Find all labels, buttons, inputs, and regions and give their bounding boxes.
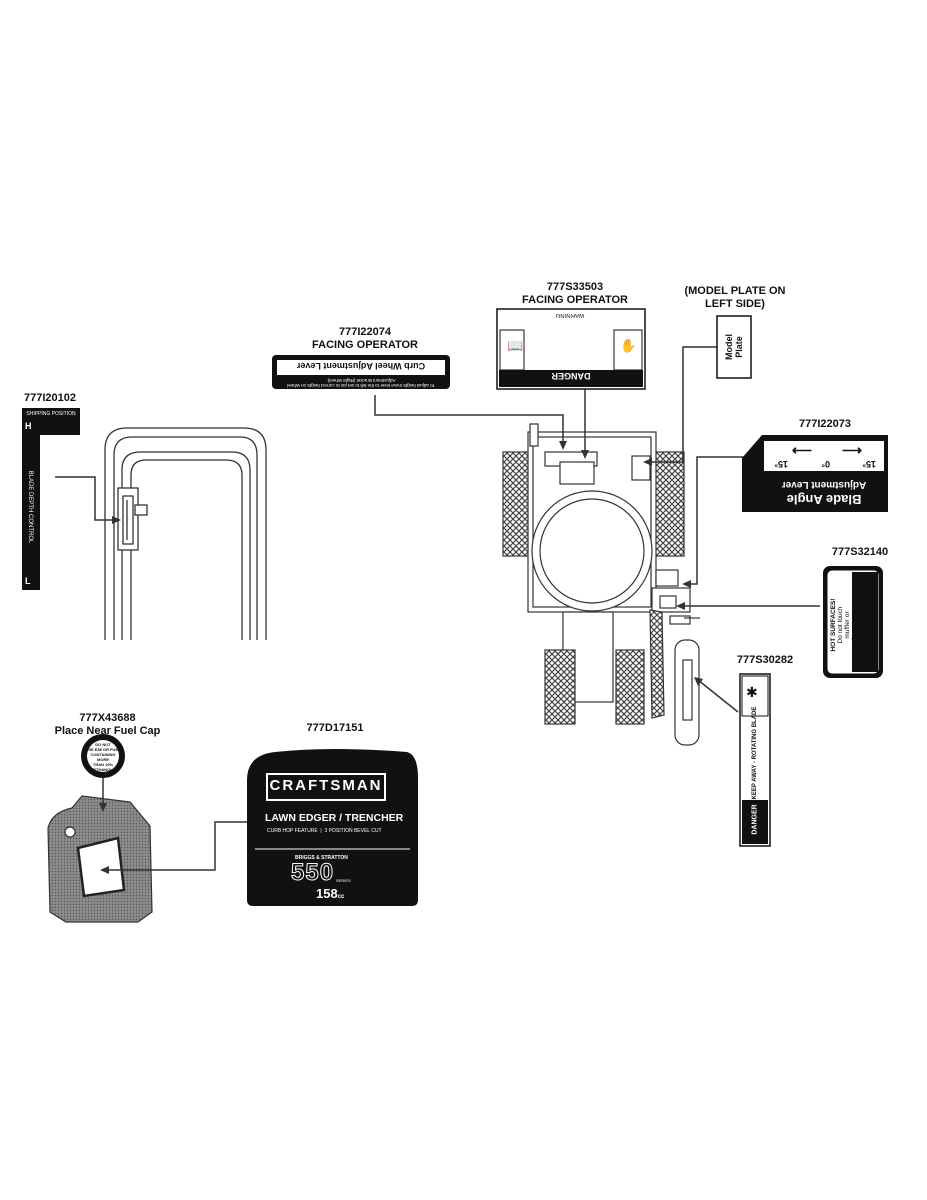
caption-777i22074: 777I22074 FACING OPERATOR bbox=[290, 326, 440, 352]
depth-decal-title: BLADE DEPTH CONTROL bbox=[27, 470, 33, 544]
leader-angle bbox=[686, 456, 745, 585]
curb-decal-body: To adjust height move lever to the left … bbox=[287, 378, 435, 388]
curb-decal-title: Curb Wheel Adjustment Lever bbox=[296, 361, 426, 371]
part-number: 777I22073 bbox=[799, 418, 851, 430]
displacement-value: 158 bbox=[316, 886, 338, 901]
hot-line-4: adjacent areas bbox=[851, 603, 858, 647]
angle-center: 0° bbox=[821, 459, 830, 469]
model-plate-line-1: Model bbox=[724, 334, 734, 360]
arrow-left-icon: ⟵ bbox=[841, 443, 862, 459]
caption-777i22073: 777I22073 bbox=[775, 418, 875, 431]
fuel-line-4: THAN 10% ETHANOL bbox=[92, 762, 114, 772]
placement-note: LEFT SIDE) bbox=[705, 298, 765, 310]
arrow-right-icon: ⟶ bbox=[791, 443, 812, 459]
fuel-decal-text: DO NOT USE E85 OR FUEL CONTAINING MORE T… bbox=[85, 742, 121, 772]
caption-777s30282: 777S30282 bbox=[715, 654, 815, 667]
part-number: 777I22074 bbox=[339, 326, 391, 338]
engine-series-suffix: SERIES bbox=[336, 878, 351, 883]
model-plate-line-2: Plate bbox=[734, 336, 744, 358]
blade-angle-title: Blade Angle bbox=[786, 492, 862, 507]
depth-decal-top-letter: H bbox=[25, 421, 32, 431]
placement-note: Place Near Fuel Cap bbox=[54, 725, 161, 737]
part-number: 777S33503 bbox=[546, 281, 604, 293]
caption-777s32140: 777S32140 bbox=[810, 546, 910, 559]
blade-angle-subtitle: Adjustment Lever bbox=[781, 479, 867, 490]
part-number: 777S30282 bbox=[736, 654, 794, 666]
engine-series: 550 bbox=[290, 859, 335, 886]
caption-model-plate: (MODEL PLATE ON LEFT SIDE) bbox=[675, 285, 795, 311]
caption-777d17151: 777D17151 bbox=[285, 722, 385, 735]
edger-body bbox=[502, 423, 700, 746]
brand-product: LAWN EDGER / TRENCHER bbox=[265, 812, 404, 824]
part-number: 777S32140 bbox=[831, 546, 889, 558]
blade-angle-decal: Blade Angle Adjustment Lever 15° 0° 15° … bbox=[760, 437, 888, 509]
keep-away-header: DANGER bbox=[751, 804, 759, 835]
model-plate-box bbox=[716, 315, 752, 379]
angle-left: 15° bbox=[862, 459, 876, 469]
fuel-line-3: CONTAINING MORE bbox=[90, 752, 116, 762]
part-number: 777D17151 bbox=[306, 722, 364, 734]
depth-decal-bg bbox=[22, 408, 80, 590]
part-number: 777I20102 bbox=[24, 392, 76, 404]
hot-line-3: muffler or bbox=[844, 611, 851, 639]
hot-decal-text: HOT SURFACES! Do not touch muffler or ad… bbox=[830, 575, 858, 675]
caption-777i20102: 777I20102 bbox=[10, 392, 90, 405]
leader-depth bbox=[55, 476, 119, 521]
placement-note: (MODEL PLATE ON bbox=[684, 285, 786, 297]
displacement-unit: cc bbox=[337, 894, 345, 900]
placement-note: FACING OPERATOR bbox=[312, 339, 418, 351]
engine-displacement: 158cc bbox=[316, 886, 344, 901]
leader-keep bbox=[697, 679, 739, 713]
engine-brand: BRIGGS & STRATTON bbox=[295, 855, 348, 861]
engine bbox=[47, 795, 153, 923]
placement-note: FACING OPERATOR bbox=[522, 294, 628, 306]
angle-right: 15° bbox=[774, 459, 788, 469]
hot-line-2: Do not touch bbox=[837, 606, 844, 644]
arrow-depth bbox=[112, 516, 121, 524]
danger-decal-header: DANGER bbox=[551, 371, 591, 381]
depth-decal-header: SHIPPING POSITION bbox=[26, 411, 76, 417]
brand-features: CURB HOP FEATURE | 3 POSITION BEVEL CUT bbox=[267, 828, 382, 834]
hot-line-1: HOT SURFACES! bbox=[830, 598, 837, 652]
craftsman-logo: CRAFTSMAN bbox=[269, 777, 383, 794]
handle-assembly bbox=[104, 427, 267, 640]
model-plate-label: Model Plate bbox=[724, 313, 744, 381]
part-number: 777X43688 bbox=[79, 712, 136, 724]
hand-hazard-icon: ✋ bbox=[620, 338, 637, 353]
caption-777s33503: 777S33503 FACING OPERATOR bbox=[500, 281, 650, 307]
leader-curb bbox=[374, 395, 564, 446]
danger-decal-warning: WARNING bbox=[555, 312, 585, 318]
leader-brand bbox=[104, 821, 247, 871]
caption-777x43688: 777X43688 Place Near Fuel Cap bbox=[40, 712, 175, 738]
rotating-blade-icon: ✱ bbox=[746, 684, 758, 700]
leader-model bbox=[647, 346, 717, 463]
depth-decal-bottom-letter: L bbox=[25, 576, 31, 586]
fuel-line-2: USE E85 OR FUEL bbox=[85, 747, 121, 752]
angle-scale: 15° 0° 15° ⟵ ⟶ bbox=[764, 441, 884, 471]
book-icon: 📖 bbox=[507, 338, 524, 353]
fuel-line-1: DO NOT bbox=[95, 742, 111, 747]
